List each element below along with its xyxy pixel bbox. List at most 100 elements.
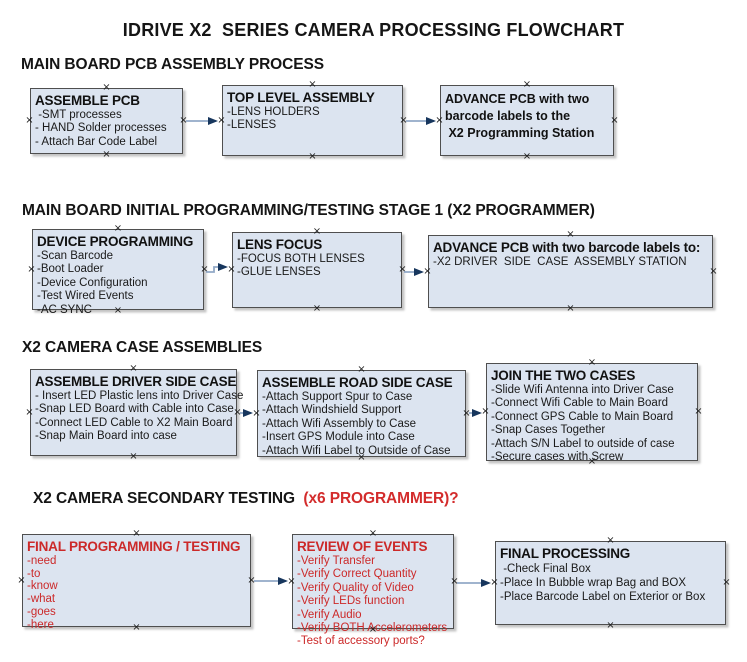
box-title: ASSEMBLE DRIVER SIDE CASE <box>35 374 237 389</box>
connector-handle-icon: × <box>233 406 242 418</box>
flow-box-final-programming-testing: FINAL PROGRAMMING / TESTING -need-to-kno… <box>17 529 255 633</box>
connector-handle-icon: × <box>522 151 532 162</box>
connector-handle-icon: × <box>481 406 490 417</box>
box-item-list: -SMT processes- HAND Solder processes- A… <box>35 109 178 149</box>
connector-handle-icon: × <box>610 114 619 126</box>
connector-handle-icon: × <box>102 82 111 93</box>
connector-handle-icon: × <box>287 575 296 587</box>
connector-handle-icon: × <box>129 363 138 374</box>
box-item-list: -need-to-know-what-goes-here <box>27 555 246 631</box>
section-heading-case-assemblies: X2 CAMERA CASE ASSEMBLIES <box>22 339 263 356</box>
box-item: X2 Programming Station <box>445 126 595 140</box>
box-item: -Insert GPS Module into Case <box>262 431 415 444</box>
box-item: -Snap Main Board into case <box>35 430 177 443</box>
connector-handle-icon: × <box>398 264 407 275</box>
box-item-list: -X2 DRIVER SIDE CASE ASSEMBLY STATION <box>433 256 708 269</box>
flow-box-assemble-road-side-case: ASSEMBLE ROAD SIDE CASE -Attach Support … <box>252 365 470 463</box>
box-item: -Place Barcode Label on Exterior or Box <box>500 591 706 603</box>
box-item: -GLUE LENSES <box>237 266 321 279</box>
box-item: -Slide Wifi Antenna into Driver Case <box>491 384 674 396</box>
connector-handle-icon: × <box>113 223 123 234</box>
box-title: DEVICE PROGRAMMING <box>37 234 194 249</box>
connector-handle-icon: × <box>368 528 378 539</box>
connector-handle-icon: × <box>102 149 111 160</box>
connector-handle-icon: × <box>606 620 615 631</box>
flow-box-device-programming: DEVICE PROGRAMMING -Scan Barcode-Boot Lo… <box>27 224 208 316</box>
box-item: -Attach Support Spur to Case <box>262 391 413 403</box>
box-item-list: - Insert LED Plastic lens into Driver Ca… <box>35 390 244 444</box>
box-item: -need <box>27 555 57 567</box>
box-item-list: -Attach Support Spur to Case-Attach Wind… <box>262 391 461 458</box>
page-title: IDRIVE X2 SERIES CAMERA PROCESSING FLOWC… <box>122 20 625 40</box>
box-item: -Attach Wifi Assembly to Case <box>262 417 417 430</box>
box-item: -goes <box>27 605 56 618</box>
connector-handle-icon: × <box>27 263 36 275</box>
connector-handle-icon: × <box>357 364 366 375</box>
box-item: -know <box>27 580 58 593</box>
section-heading-secondary-testing: X2 CAMERA SECONDARY TESTING (x6 PROGRAMM… <box>33 490 459 508</box>
box-item: - Attach Bar Code Label <box>35 135 158 148</box>
connector-handle-icon: × <box>312 226 322 237</box>
connector-handle-icon: × <box>252 407 261 419</box>
connector-handle-icon: × <box>462 407 471 419</box>
box-title: ASSEMBLE ROAD SIDE CASE <box>262 375 453 390</box>
box-item: -Verify Transfer <box>297 555 375 567</box>
connector-handle-icon: × <box>179 115 188 126</box>
box-item: barcode labels to the <box>445 109 571 123</box>
box-item: -Verify LEDs function <box>297 595 405 608</box>
flow-box-advance-pcb-to-driver-side-station: ADVANCE PCB with two barcode labels to: … <box>423 230 717 314</box>
connector-handle-icon: × <box>587 357 597 368</box>
box-item-list: -Scan Barcode-Boot Loader-Device Configu… <box>37 250 199 317</box>
connector-handle-icon: × <box>25 115 34 126</box>
box-item: -LENSES <box>227 119 277 132</box>
box-item: -Attach S/N Label to outside of case <box>491 437 675 450</box>
box-title: JOIN THE TWO CASES <box>491 368 636 383</box>
connector-handle-icon: × <box>709 265 718 277</box>
box-item: -to <box>27 567 41 580</box>
connector-handle-icon: × <box>25 406 34 418</box>
box-item: ADVANCE PCB with two <box>445 92 590 106</box>
connector-handle-icon: × <box>566 229 575 240</box>
box-item: -here <box>27 618 54 631</box>
connector-handle-icon: × <box>606 535 615 546</box>
flow-box-assemble-pcb: ASSEMBLE PCB -SMT processes- HAND Solder… <box>25 83 187 160</box>
box-title: ASSEMBLE PCB <box>35 93 140 108</box>
box-item: -Attach Windshield Support <box>262 404 402 417</box>
box-item: -Test of accessory ports? <box>297 635 425 648</box>
box-item: -Test Wired Events <box>37 290 134 303</box>
box-item-list: -Verify Transfer-Verify Correct Quantity… <box>297 555 449 649</box>
box-item: -Connect Wifi Cable to Main Board <box>491 397 669 410</box>
connector-handle-icon: × <box>450 575 459 587</box>
box-title: REVIEW OF EVENTS <box>297 539 428 554</box>
box-item: -Verify Correct Quantity <box>297 568 417 581</box>
box-item: - Insert LED Plastic lens into Driver Ca… <box>35 390 244 402</box>
connector-handle-icon: × <box>227 264 236 275</box>
connector-handle-icon: × <box>308 79 317 90</box>
box-item-list: ADVANCE PCB with two barcode labels to th… <box>445 91 609 142</box>
box-item: -Boot Loader <box>37 263 104 276</box>
box-item: -Check Final Box <box>500 563 591 575</box>
box-item-list: -Check Final Box-Place In Bubble wrap Ba… <box>500 562 721 604</box>
connector-handle-icon: × <box>490 577 499 588</box>
box-item-list: -Slide Wifi Antenna into Driver Case-Con… <box>491 384 693 464</box>
box-item: -Connect LED Cable to X2 Main Board <box>35 416 233 429</box>
box-item: - HAND Solder processes <box>35 122 167 135</box>
connector-handle-icon: × <box>399 114 408 126</box>
connector-handle-icon: × <box>200 263 209 275</box>
flow-box-lens-focus: LENS FOCUS -FOCUS BOTH LENSES-GLUE LENSE… <box>227 227 406 314</box>
flow-box-review-of-events: REVIEW OF EVENTS -Verify Transfer-Verify… <box>287 529 458 648</box>
box-item-list: -LENS HOLDERS-LENSES <box>227 106 398 133</box>
connector-handle-icon: × <box>435 114 444 126</box>
box-item: -AC SYNC <box>37 303 92 316</box>
connector-handle-icon: × <box>132 528 141 539</box>
box-item: -Connect GPS Cable to Main Board <box>491 410 674 423</box>
flow-arrow <box>206 263 228 273</box>
connector-handle-icon: × <box>722 577 731 588</box>
flow-box-final-processing: FINAL PROCESSING -Check Final Box-Place … <box>490 536 730 631</box>
connector-handle-icon: × <box>247 574 256 586</box>
connector-handle-icon: × <box>308 151 317 162</box>
section-heading-initial-programming: MAIN BOARD INITIAL PROGRAMMING/TESTING S… <box>22 202 595 219</box>
box-item: -X2 DRIVER SIDE CASE ASSEMBLY STATION <box>433 256 687 268</box>
connector-handle-icon: × <box>129 451 138 462</box>
connector-handle-icon: × <box>694 406 703 417</box>
